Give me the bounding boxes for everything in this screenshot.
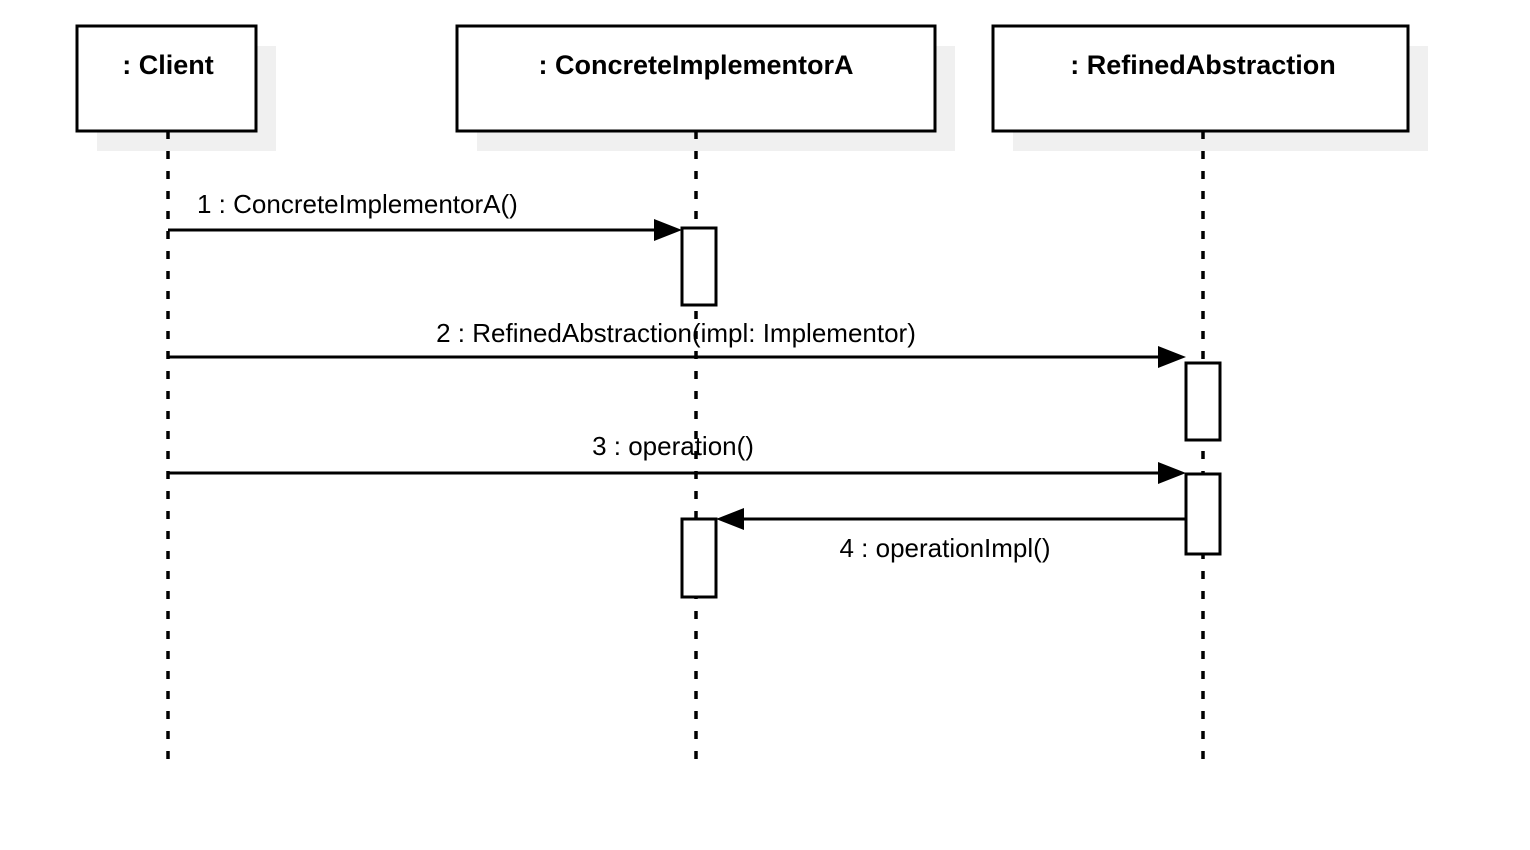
- message-arrowhead-4: [716, 508, 744, 530]
- activation-ra-1[interactable]: [1184, 361, 1222, 442]
- activation-cia-2[interactable]: [680, 517, 718, 599]
- lifeline-head-refined-abstraction[interactable]: [991, 24, 1410, 133]
- message-label-3: 3 : operation(): [592, 431, 754, 461]
- lifeline-box-layer: [75, 24, 1410, 133]
- activation-layer: [680, 226, 1222, 599]
- message-arrowhead-1: [654, 219, 682, 241]
- lifeline-label-refined-abstraction: : RefinedAbstraction: [1070, 50, 1336, 80]
- label-layer: : Client : ConcreteImplementorA : RefinedA…: [122, 50, 1336, 563]
- lifeline-label-client: : Client: [122, 50, 214, 80]
- message-label-1: 1 : ConcreteImplementorA(): [197, 189, 518, 219]
- activation-ra-2[interactable]: [1184, 472, 1222, 556]
- message-arrowhead-2: [1158, 346, 1186, 368]
- lifeline-head-client[interactable]: [75, 24, 258, 133]
- message-label-4: 4 : operationImpl(): [840, 533, 1051, 563]
- activation-cia-1[interactable]: [680, 226, 718, 307]
- message-arrowhead-3: [1158, 462, 1186, 484]
- lifeline-label-concrete-implementor-a: : ConcreteImplementorA: [538, 50, 853, 80]
- message-layer: [168, 219, 1186, 530]
- lifeline-head-concrete-implementor-a[interactable]: [455, 24, 937, 133]
- message-label-2: 2 : RefinedAbstraction(impl: Implementor…: [436, 318, 916, 348]
